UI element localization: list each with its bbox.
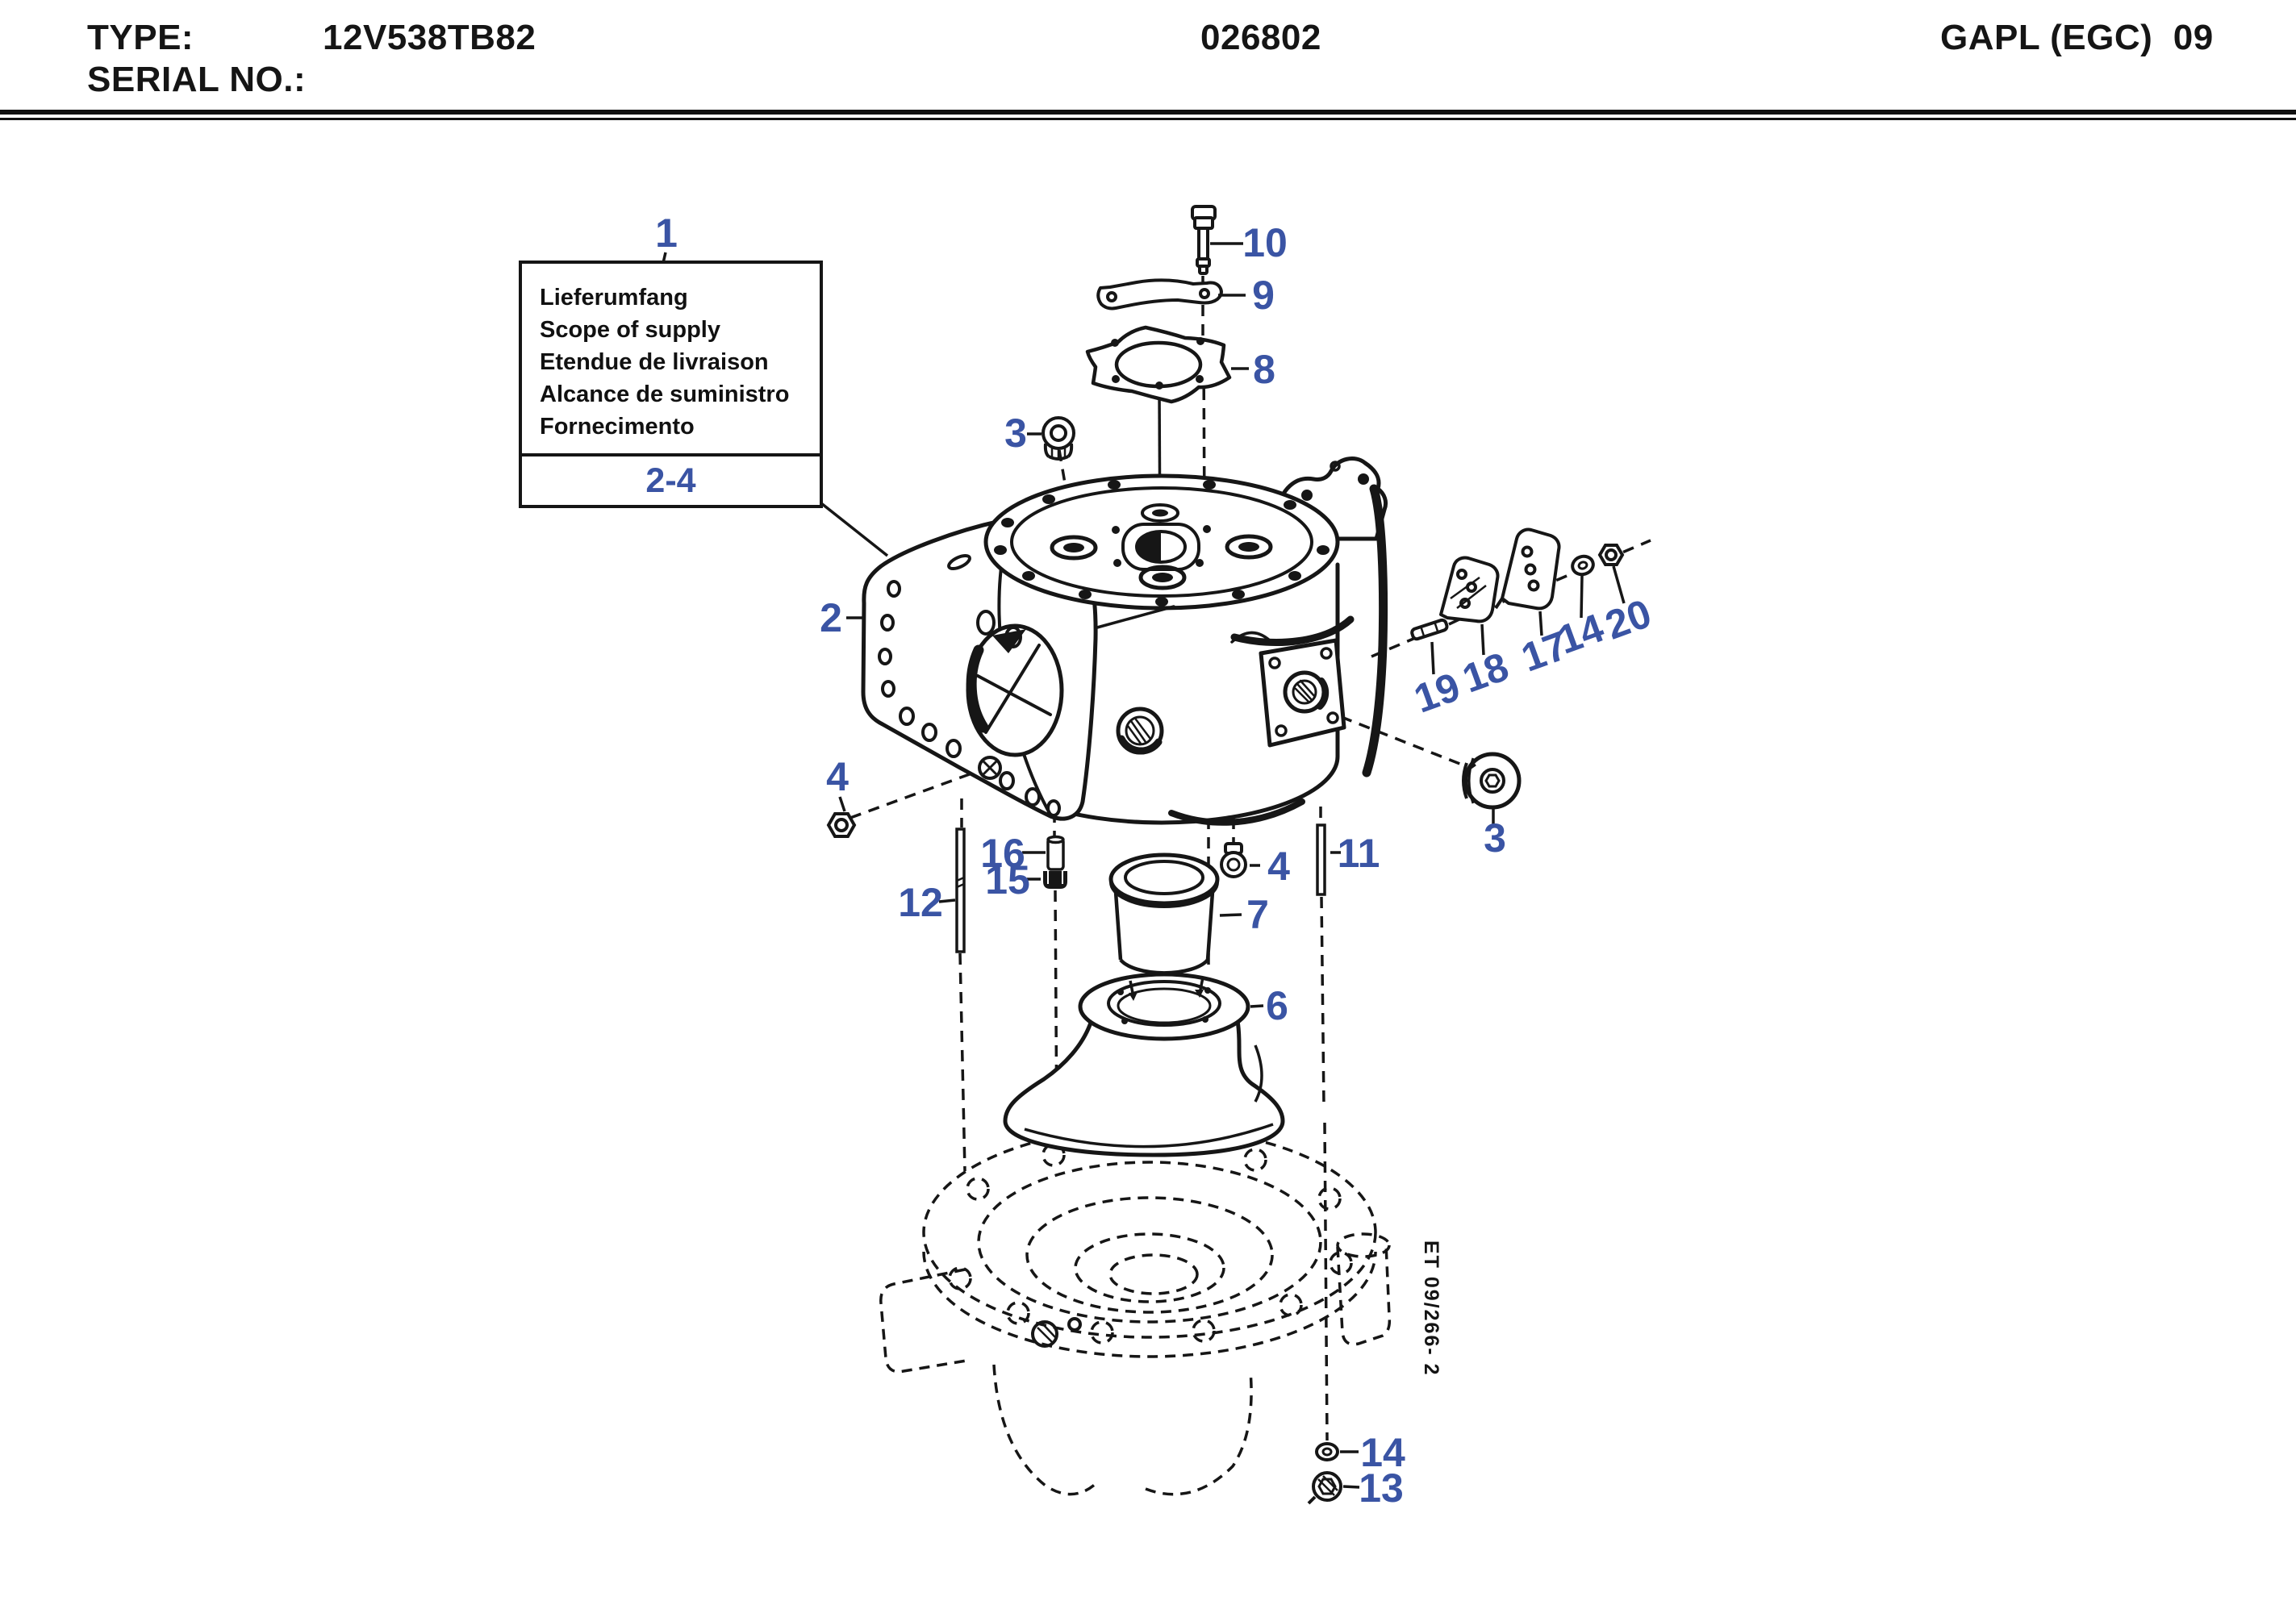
callout-label-12: 12 <box>898 880 943 925</box>
callout-label-1: 1 <box>655 211 678 256</box>
group-code: GAPL (EGC) 09 <box>1940 18 2214 57</box>
plug-part-15 <box>1043 871 1067 889</box>
scope-of-supply-legend: Lieferumfang Scope of supply Etendue de … <box>519 261 823 508</box>
header-rule-thick <box>0 110 2296 115</box>
catalog-code: 026802 <box>1200 18 1321 57</box>
callout-label-20: 20 <box>1600 590 1657 648</box>
callout-label-13: 13 <box>1359 1465 1404 1511</box>
plug-part-3-right <box>1462 752 1522 810</box>
bolt-part-13 <box>1307 1471 1342 1505</box>
pin-part-19 <box>1410 618 1449 641</box>
callout-leader-line <box>938 898 956 903</box>
type-label: TYPE: <box>87 18 194 57</box>
callout-label-8: 8 <box>1253 347 1275 392</box>
callout-label-2: 2 <box>820 595 842 640</box>
legend-connector-line <box>820 502 889 557</box>
washer-part-14-bottom <box>1315 1442 1339 1461</box>
sleeve-part-16 <box>1046 835 1065 871</box>
callout-label-7: 7 <box>1246 892 1269 937</box>
legend-part-range: 2-4 <box>522 453 820 505</box>
callout-leader-line <box>1342 1485 1360 1489</box>
callout-leader-line <box>1250 1004 1264 1008</box>
stud-part-11 <box>1316 823 1326 896</box>
legend-line-en: Scope of supply <box>540 317 720 343</box>
legend-line-fr: Etendue de livraison <box>540 349 769 375</box>
nut-part-4-right <box>1220 842 1247 878</box>
callout-leader-line <box>1612 565 1626 604</box>
callout-leader-line <box>1580 575 1584 619</box>
callout-label-14: 14 <box>1360 1430 1405 1475</box>
callout-label-18: 18 <box>1457 644 1514 702</box>
washer-part-14-right <box>1571 554 1595 577</box>
type-value: 12V538TB82 <box>323 18 536 57</box>
callout-leader-line <box>838 796 846 812</box>
legend-line-es: Alcance de suministro <box>540 381 790 407</box>
bracket-part-17 <box>1494 527 1561 611</box>
phantom-lower-housing <box>879 1126 1392 1496</box>
callout-leader-line <box>1480 623 1485 656</box>
bolt-part-10 <box>1191 205 1217 275</box>
nut-part-4-left <box>826 812 857 838</box>
sleeve-part-7 <box>1108 853 1220 975</box>
plug-part-3-top <box>1042 416 1075 461</box>
projection-lines <box>850 276 1651 1441</box>
bracket-part-18 <box>1439 556 1500 623</box>
callout-label-10: 10 <box>1242 220 1288 265</box>
header-rule-thin <box>0 118 2296 120</box>
stud-part-12 <box>955 828 966 953</box>
callout-label-15: 15 <box>985 857 1030 903</box>
callout-label-6: 6 <box>1266 983 1288 1028</box>
callout-leader-line <box>1538 611 1543 636</box>
drawing-number: ET 09/266- 2 <box>1420 1240 1442 1377</box>
phantom-housing-screw <box>1031 1317 1082 1348</box>
legend-line-pt: Fornecimento <box>540 414 695 440</box>
callout-leader-line <box>1430 641 1435 675</box>
funnel-part-6 <box>1003 972 1285 1157</box>
callout-label-3: 3 <box>1484 815 1506 861</box>
callout-label-16: 16 <box>980 831 1025 876</box>
callout-label-4: 4 <box>1267 844 1290 889</box>
callout-label-19: 19 <box>1409 664 1466 722</box>
callout-label-11: 11 <box>1338 831 1380 876</box>
legend-line-de: Lieferumfang <box>540 285 688 311</box>
nut-part-20 <box>1597 544 1625 566</box>
callout-label-3: 3 <box>1004 411 1027 456</box>
serial-number-label: SERIAL NO.: <box>87 60 307 99</box>
gasket-part-8 <box>1085 325 1232 404</box>
retainer-strap-part-9 <box>1096 278 1223 311</box>
callout-label-4: 4 <box>826 754 849 799</box>
main-housing-part-2 <box>861 456 1388 826</box>
callout-label-9: 9 <box>1252 273 1275 318</box>
